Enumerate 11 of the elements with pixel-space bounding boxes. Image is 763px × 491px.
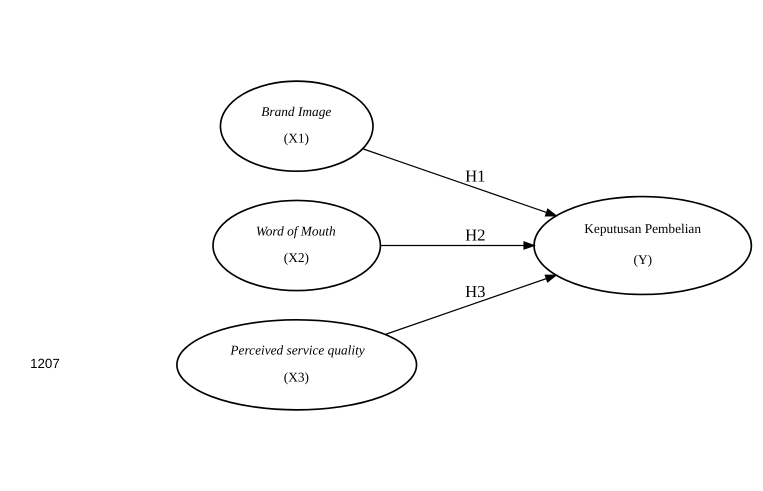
arrow bbox=[362, 148, 558, 216]
arrow bbox=[380, 241, 536, 250]
node-ellipse: Word of Mouth (X2) bbox=[212, 200, 382, 292]
edge-label: H2 bbox=[465, 225, 486, 244]
node-ellipse: Perceived service quality (X3) bbox=[176, 318, 418, 411]
node-ellipse: Brand Image (X1) bbox=[220, 80, 374, 172]
label: 1207 bbox=[30, 356, 60, 371]
edge-label: H3 bbox=[465, 282, 486, 302]
edge-label: H1 bbox=[465, 166, 486, 186]
arrow bbox=[384, 274, 558, 336]
node-ellipse: Keputusan Pembelian (Y) bbox=[533, 196, 752, 296]
